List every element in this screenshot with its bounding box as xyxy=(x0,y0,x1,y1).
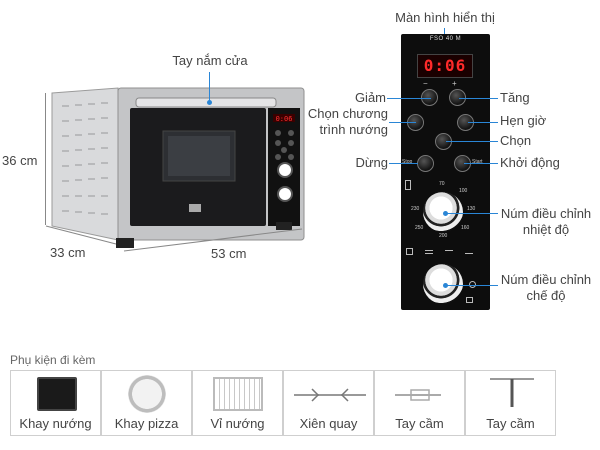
oven-illustration: 0:06 xyxy=(0,0,320,260)
decrease-label: Giảm xyxy=(354,90,386,105)
control-panel: FSO 40 M 0:06 − + Stop Start 70 100 130 … xyxy=(401,34,490,310)
model-label: FSO 40 M xyxy=(429,36,462,42)
baking-tray-image xyxy=(37,377,77,411)
increase-label: Tăng xyxy=(500,90,530,105)
start-label: Khởi động xyxy=(500,155,560,170)
program-select-label: Chọn chương trình nướng xyxy=(307,106,388,137)
select-callout xyxy=(446,141,498,142)
mode-icon-2 xyxy=(425,250,433,254)
height-dimension-line xyxy=(45,93,46,225)
temp-scale-250: 250 xyxy=(415,225,424,231)
handle-callout-line xyxy=(209,72,210,102)
accessory-handle-2: Tay cầm xyxy=(465,370,556,436)
accessory-rotisserie-spit: Xiên quay xyxy=(283,370,374,436)
accessory-grill-rack: Vỉ nướng xyxy=(192,370,283,436)
start-callout xyxy=(464,163,498,164)
temp-knob-label: Núm điều chỉnh nhiệt độ xyxy=(500,206,592,237)
handle-2-image xyxy=(490,378,534,407)
handle-1-image xyxy=(395,389,441,401)
accessory-handle-1: Tay cầm xyxy=(374,370,465,436)
select-label: Chọn xyxy=(500,133,532,148)
accessory-label: Tay cầm xyxy=(395,416,444,431)
increase-callout xyxy=(459,98,498,99)
stop-label: Dừng xyxy=(355,155,388,170)
plus-mark: + xyxy=(452,79,457,88)
temp-scale-230: 230 xyxy=(411,206,420,212)
accessory-label: Khay nướng xyxy=(19,416,92,431)
clock-icon xyxy=(469,281,476,288)
temp-scale-70: 70 xyxy=(439,181,445,187)
program-callout xyxy=(389,122,416,123)
width-label: 53 cm xyxy=(211,246,247,261)
depth-label: 33 cm xyxy=(50,245,86,260)
handle-label: Tay nắm cửa xyxy=(172,53,248,68)
rotisserie-spit-image xyxy=(294,388,366,402)
temp-knob-dot xyxy=(443,211,448,216)
increase-button[interactable] xyxy=(449,89,466,106)
mode-icon-1 xyxy=(406,248,413,255)
temp-scale-160: 160 xyxy=(461,225,470,231)
display-screen xyxy=(417,54,473,78)
accessory-label: Khay pizza xyxy=(114,416,179,431)
mode-knob-callout xyxy=(445,285,498,286)
accessories-title: Phụ kiện đi kèm xyxy=(10,353,96,367)
stop-button[interactable] xyxy=(417,155,434,172)
temp-scale-100: 100 xyxy=(459,188,468,194)
thermometer-icon xyxy=(405,180,411,190)
accessory-pizza-tray: Khay pizza xyxy=(101,370,192,436)
accessory-label: Xiên quay xyxy=(299,416,358,431)
temp-scale-200: 200 xyxy=(439,233,448,239)
accessory-baking-tray: Khay nướng xyxy=(10,370,101,436)
svg-text:0:06: 0:06 xyxy=(276,115,293,123)
width-dimension-line xyxy=(123,228,303,252)
depth-dimension-line xyxy=(45,225,117,245)
mode-icon-3 xyxy=(445,250,453,254)
mode-icon-4 xyxy=(465,250,473,254)
temp-knob-callout xyxy=(445,213,498,214)
timer-label: Hẹn giờ xyxy=(500,113,547,128)
mode-knob-dot xyxy=(443,283,448,288)
height-label: 36 cm xyxy=(2,153,38,168)
temp-scale-130: 130 xyxy=(467,206,476,212)
decrease-button[interactable] xyxy=(421,89,438,106)
display-title: Màn hình hiển thị xyxy=(395,10,495,25)
start-mark: Start xyxy=(472,159,483,165)
mode-knob-label: Núm điều chỉnh chế độ xyxy=(500,272,592,303)
timer-callout xyxy=(468,122,498,123)
grill-rack-image xyxy=(213,377,263,411)
decrease-callout xyxy=(387,98,431,99)
accessory-label: Vỉ nướng xyxy=(210,416,265,431)
minus-mark: − xyxy=(423,79,428,88)
stop-callout xyxy=(389,163,418,164)
accessory-label: Tay cầm xyxy=(486,416,535,431)
display-value: 0:06 xyxy=(423,56,467,75)
pizza-tray-image xyxy=(128,375,166,413)
stop-mark: Stop xyxy=(402,159,413,165)
mode-icon-5 xyxy=(466,297,473,303)
handle-callout-dot xyxy=(207,100,212,105)
